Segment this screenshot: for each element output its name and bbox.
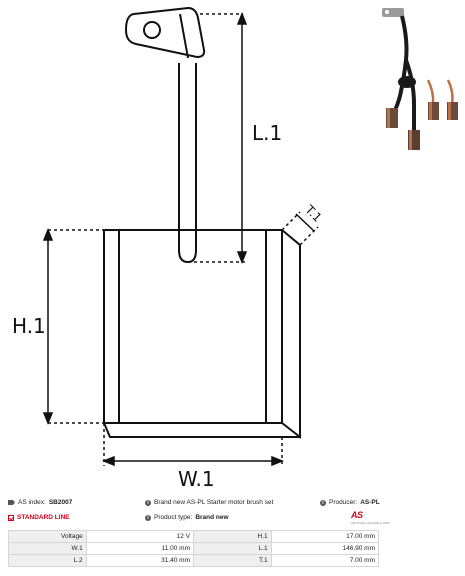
logo-text: AS <box>351 510 363 520</box>
spec-value: 31.40 mm <box>85 554 194 567</box>
label-w1: W.1 <box>178 467 215 490</box>
producer: i Producer: AS-PL <box>320 499 380 506</box>
product-photo <box>382 8 458 150</box>
dimension-lines <box>42 11 319 467</box>
brush-lead-wire <box>124 6 206 264</box>
standard-line-label: STANDARD LINE <box>17 514 70 521</box>
specifications-table: Voltage 12 V H.1 17.00 mm W.1 11.00 mm L… <box>8 530 380 567</box>
info-icon: i <box>320 499 326 506</box>
product-type-label: Product type: <box>154 514 193 521</box>
spec-value: 17.00 mm <box>270 530 380 543</box>
table-row: Voltage 12 V H.1 17.00 mm <box>8 530 380 543</box>
as-pl-logo: AS ARTICLES, ENGINE & PART <box>351 510 391 525</box>
spec-key: Voltage <box>8 530 87 543</box>
standard-line: STANDARD LINE <box>8 514 70 521</box>
checkbox-icon <box>8 514 14 521</box>
spec-value: 7.00 mm <box>270 554 380 567</box>
producer-label: Producer: <box>329 499 358 506</box>
spec-key: L.2 <box>8 554 87 567</box>
label-h1: H.1 <box>12 314 46 338</box>
label-t1: T.1 <box>302 202 325 225</box>
tag-icon <box>8 500 15 505</box>
spec-key: W.1 <box>8 542 87 555</box>
info-icon: i <box>145 499 151 506</box>
table-row: L.2 31.40 mm T.1 7.00 mm <box>8 554 380 567</box>
description-text: Brand new AS-PL Starter motor brush set <box>154 499 274 506</box>
info-icon: i <box>145 514 151 521</box>
label-l1: L.1 <box>252 121 282 145</box>
spec-key: L.1 <box>192 542 272 555</box>
spec-key: H.1 <box>192 530 272 543</box>
product-info: AS index: SB2007 STANDARD LINE i Brand n… <box>8 497 458 527</box>
product-type-value: Brand new <box>195 514 229 521</box>
producer-value: AS-PL <box>360 499 380 506</box>
as-index: AS index: SB2007 <box>8 499 72 506</box>
product-type: i Product type: Brand new <box>145 514 229 521</box>
spec-value: 12 V <box>85 530 194 543</box>
spec-value: 146.90 mm <box>270 542 380 555</box>
table-row: W.1 11.00 mm L.1 146.90 mm <box>8 542 380 555</box>
as-index-label: AS index: <box>18 499 46 506</box>
description: i Brand new AS-PL Starter motor brush se… <box>145 499 273 506</box>
brush-body <box>103 229 301 440</box>
technical-drawing: L.1 H.1 W.1 T.1 <box>12 6 458 490</box>
logo-subtext: ARTICLES, ENGINE & PART <box>351 521 391 525</box>
spec-key: T.1 <box>192 554 272 567</box>
spec-value: 11.00 mm <box>85 542 194 555</box>
as-index-value: SB2007 <box>48 499 73 506</box>
